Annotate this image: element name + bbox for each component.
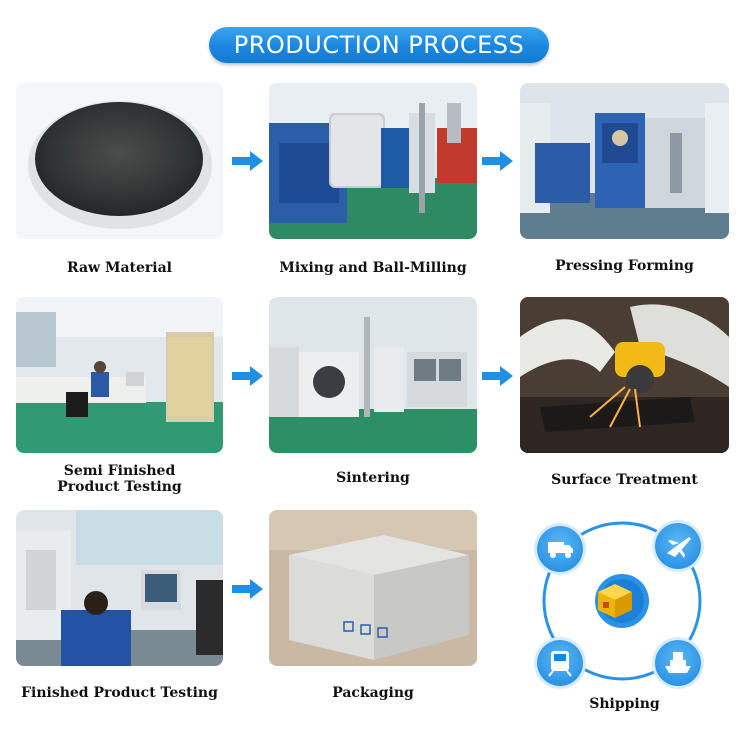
step-label-line: Product Testing [57, 479, 182, 495]
step-label-mixing: Mixing and Ball-Milling [279, 260, 467, 276]
arrow-right-icon [232, 577, 264, 601]
arrow-right-icon [482, 149, 514, 173]
arrow-right-icon [232, 149, 264, 173]
step-label-surface-treatment: Surface Treatment [551, 472, 698, 488]
step-label-finished-product-testing: Finished Product Testing [21, 685, 218, 701]
step-label-pressing: Pressing Forming [555, 258, 694, 274]
step-label-raw-material: Raw Material [67, 260, 172, 276]
step-label-sintering: Sintering [336, 470, 410, 486]
packaging-photo [269, 510, 477, 666]
raw-material-photo [16, 83, 223, 239]
train-icon [537, 640, 583, 686]
pressing-forming-photo [520, 83, 729, 239]
step-label-line: Semi Finished [63, 463, 176, 479]
semi-finished-testing-photo [16, 297, 223, 453]
sintering-photo [269, 297, 477, 453]
box-icon [592, 578, 638, 624]
arrow-right-icon [232, 364, 264, 388]
step-label-packaging: Packaging [332, 685, 414, 701]
airplane-icon [655, 523, 701, 569]
finished-product-testing-photo [16, 510, 223, 666]
ship-icon [655, 640, 701, 686]
step-label-shipping: Shipping [589, 696, 660, 712]
step-label-semi-finished-testing: Semi Finished Product Testing [16, 463, 223, 495]
page-title: PRODUCTION PROCESS [209, 27, 549, 63]
truck-icon [537, 526, 583, 572]
arrow-right-icon [482, 364, 514, 388]
surface-treatment-photo [520, 297, 729, 453]
mixing-ball-milling-photo [269, 83, 477, 239]
